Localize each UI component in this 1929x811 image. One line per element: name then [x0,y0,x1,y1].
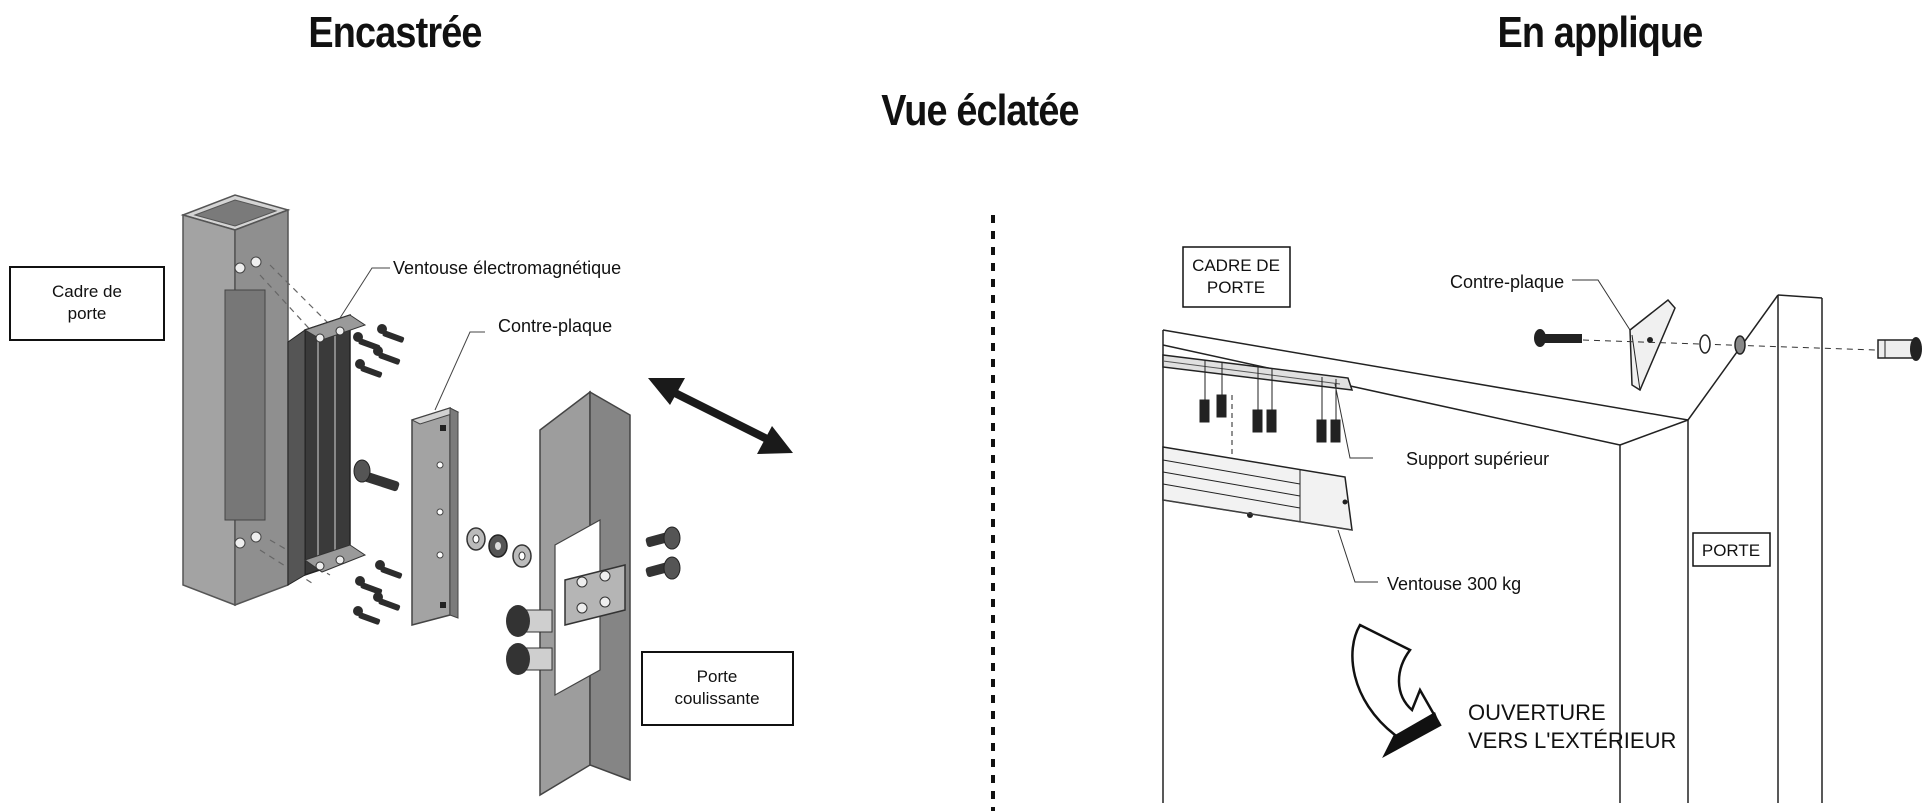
label-support-superieur: Support supérieur [1406,449,1549,469]
double-arrow-icon [648,378,793,454]
washers [466,527,532,568]
sex-bolt [1877,337,1922,361]
center-bolt [353,459,400,492]
screw-left-right [1534,329,1582,347]
box-porte-right: PORTE [1692,532,1771,567]
heading-en-applique: En applique [1497,8,1703,57]
label-ventouse: Ventouse électromagnétique [393,258,621,278]
box-cadre-de-porte-right: CADRE DE PORTE [1182,246,1291,308]
heading-vue-eclatee: Vue éclatée [881,86,1079,135]
right-diagram: Contre-plaque Support supérieur Ventouse… [1162,246,1922,803]
svg-text:Cadre de: Cadre de [52,282,122,301]
leader-support [1334,383,1373,459]
leader-plate [434,331,485,411]
washers-right [1699,334,1746,355]
label-contre-plaque-right: Contre-plaque [1450,272,1564,292]
svg-text:coulissante: coulissante [674,689,759,708]
frame-post [180,194,291,607]
svg-text:porte: porte [68,304,107,323]
svg-text:Porte: Porte [697,667,738,686]
leader-maglock [339,267,390,319]
screws-left-top [353,324,405,378]
maglock-bar [1162,446,1353,531]
screws-left-bottom [353,560,403,625]
leader-ventouse [1337,529,1378,583]
label-contre-plaque-left: Contre-plaque [498,316,612,336]
large-bolts [506,526,681,675]
label-ventouse-300: Ventouse 300 kg [1387,574,1521,594]
armature-plate-right [1629,298,1676,392]
svg-text:CADRE DE: CADRE DE [1192,256,1280,275]
leader-plate-right [1572,279,1631,331]
maglock-body [287,313,367,586]
heading-encastree: Encastrée [308,8,482,57]
sliding-door-profile [539,390,631,797]
svg-text:PORTE: PORTE [1207,278,1265,297]
armature-plate [410,406,460,626]
svg-text:PORTE: PORTE [1702,541,1760,560]
axis-dashed [1582,339,1876,351]
box-cadre-de-porte: Cadre de porte [9,266,165,341]
label-ouverture-1: OUVERTURE [1468,700,1606,725]
curved-arrow-icon [1351,623,1442,759]
door-frame-outline [1162,294,1823,803]
anchors [1199,360,1341,460]
left-diagram: Ventouse électromagnétique Contre-plaque… [9,194,794,797]
box-porte-coulissante: Porte coulissante [641,651,794,726]
label-ouverture-2: VERS L'EXTÉRIEUR [1468,728,1676,753]
